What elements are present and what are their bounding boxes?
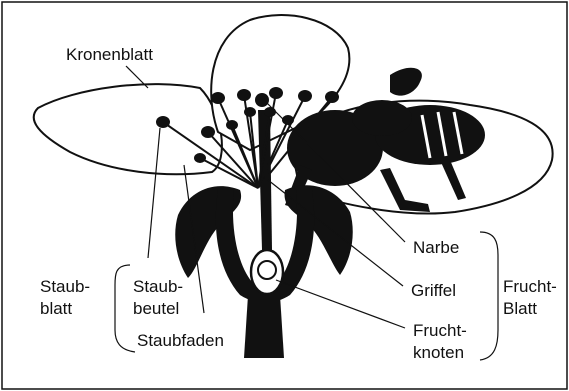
staubblatt-bracket: [115, 265, 135, 352]
label-griffel: Griffel: [411, 281, 456, 300]
label-staubblatt-line1: Staub-: [40, 277, 90, 296]
label-fruchtknoten-line2: knoten: [413, 343, 464, 362]
leader-fruchtknoten: [276, 280, 405, 328]
left-petal: [34, 84, 222, 174]
label-narbe: Narbe: [413, 238, 459, 257]
label-kronenblatt: Kronenblatt: [66, 45, 153, 64]
flower-stalk: [244, 295, 284, 358]
label-fruchtknoten-line1: Frucht-: [413, 321, 467, 340]
label-staubbeutel-line2: beutel: [133, 299, 179, 318]
ovule: [258, 261, 276, 279]
label-fruchtblatt-line1: Frucht-: [503, 277, 557, 296]
label-staubblatt-line2: blatt: [40, 299, 72, 318]
label-staubfaden: Staubfaden: [137, 331, 224, 350]
stigma: [255, 93, 269, 107]
fruchtblatt-bracket: [480, 232, 498, 360]
label-fruchtblatt-line2: Blatt: [503, 299, 537, 318]
label-staubbeutel-line1: Staub-: [133, 277, 183, 296]
